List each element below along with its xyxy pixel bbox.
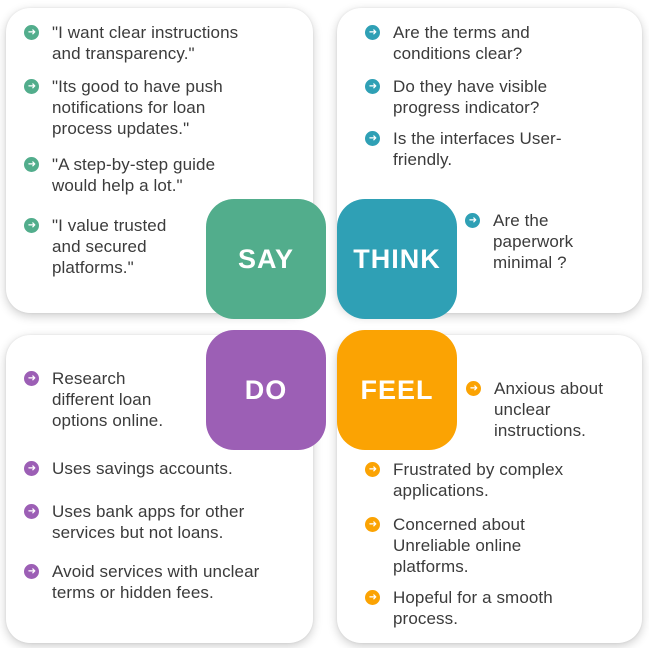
- do-item-text: Avoid services with unclear terms or hid…: [52, 562, 260, 602]
- arrow-right-circle-icon: ➜: [24, 218, 39, 233]
- arrow-glyph: ➜: [27, 219, 37, 231]
- say-list-item: ➜ "Its good to have push notifications f…: [24, 76, 237, 139]
- think-label-tile: THINK: [337, 199, 457, 319]
- do-label-tile: DO: [206, 330, 326, 450]
- arrow-glyph: ➜: [368, 132, 378, 144]
- feel-list-item: ➜ Anxious about unclear instructions.: [466, 378, 612, 441]
- arrow-right-circle-icon: ➜: [365, 25, 380, 40]
- do-label: DO: [244, 374, 288, 405]
- arrow-right-circle-icon: ➜: [24, 157, 39, 172]
- arrow-right-circle-icon: ➜: [24, 371, 39, 386]
- say-list-item: ➜ "I value trusted and secured platforms…: [24, 215, 182, 278]
- think-list-item: ➜ Are the paperwork minimal ?: [465, 210, 593, 273]
- arrow-glyph: ➜: [27, 462, 37, 474]
- arrow-glyph: ➜: [368, 591, 378, 603]
- arrow-glyph: ➜: [368, 26, 378, 38]
- arrow-right-circle-icon: ➜: [365, 79, 380, 94]
- arrow-right-circle-icon: ➜: [365, 517, 380, 532]
- say-label-tile: SAY: [206, 199, 326, 319]
- arrow-glyph: ➜: [27, 505, 37, 517]
- arrow-glyph: ➜: [368, 518, 378, 530]
- feel-item-text: Concerned about Unreliable online platfo…: [393, 515, 525, 576]
- feel-label: FEEL: [360, 374, 434, 405]
- feel-list-item: ➜ Frustrated by complex applications.: [365, 459, 578, 501]
- say-item-text: "I value trusted and secured platforms.": [52, 216, 167, 277]
- do-list-item: ➜ Uses savings accounts.: [24, 458, 312, 479]
- arrow-right-circle-icon: ➜: [465, 213, 480, 228]
- think-label: THINK: [353, 243, 441, 274]
- think-item-text: Is the interfaces User-friendly.: [393, 129, 562, 169]
- feel-item-text: Hopeful for a smooth process.: [393, 588, 553, 628]
- say-quadrant-card: ➜ "I want clear instructions and transpa…: [6, 8, 313, 313]
- arrow-glyph: ➜: [469, 382, 479, 394]
- arrow-right-circle-icon: ➜: [24, 79, 39, 94]
- say-item-text: "Its good to have push notifications for…: [52, 77, 223, 138]
- arrow-glyph: ➜: [27, 372, 37, 384]
- arrow-glyph: ➜: [468, 214, 478, 226]
- do-list-item: ➜ Uses bank apps for other services but …: [24, 501, 257, 543]
- arrow-right-circle-icon: ➜: [24, 25, 39, 40]
- arrow-right-circle-icon: ➜: [365, 131, 380, 146]
- arrow-right-circle-icon: ➜: [24, 461, 39, 476]
- arrow-right-circle-icon: ➜: [365, 590, 380, 605]
- arrow-right-circle-icon: ➜: [24, 504, 39, 519]
- say-item-text: "I want clear instructions and transpare…: [52, 23, 239, 63]
- do-list-item: ➜ Avoid services with unclear terms or h…: [24, 561, 272, 603]
- say-item-text: "A step-by-step guide would help a lot.": [52, 155, 216, 195]
- think-item-text: Are the terms and conditions clear?: [393, 23, 530, 63]
- think-list-item: ➜ Do they have visible progress indicato…: [365, 76, 568, 118]
- do-list-item: ➜ Research different loan options online…: [24, 368, 177, 431]
- feel-label-tile: FEEL: [337, 330, 457, 450]
- do-item-text: Uses savings accounts.: [52, 459, 233, 478]
- arrow-right-circle-icon: ➜: [466, 381, 481, 396]
- arrow-right-circle-icon: ➜: [365, 462, 380, 477]
- do-quadrant-card: ➜ Research different loan options online…: [6, 335, 313, 643]
- feel-list-item: ➜ Concerned about Unreliable online plat…: [365, 514, 538, 577]
- think-item-text: Are the paperwork minimal ?: [493, 211, 574, 272]
- say-list-item: ➜ "A step-by-step guide would help a lot…: [24, 154, 252, 196]
- do-item-text: Uses bank apps for other services but no…: [52, 502, 245, 542]
- think-list-item: ➜ Are the terms and conditions clear?: [365, 22, 553, 64]
- do-item-text: Research different loan options online.: [52, 369, 164, 430]
- feel-item-text: Anxious about unclear instructions.: [494, 379, 604, 440]
- say-label: SAY: [237, 243, 295, 274]
- arrow-glyph: ➜: [368, 463, 378, 475]
- think-list-item: ➜ Is the interfaces User-friendly.: [365, 128, 578, 170]
- arrow-glyph: ➜: [27, 26, 37, 38]
- arrow-glyph: ➜: [368, 80, 378, 92]
- think-item-text: Do they have visible progress indicator?: [393, 77, 548, 117]
- arrow-glyph: ➜: [27, 80, 37, 92]
- arrow-glyph: ➜: [27, 158, 37, 170]
- arrow-glyph: ➜: [27, 565, 37, 577]
- feel-list-item: ➜ Hopeful for a smooth process.: [365, 587, 568, 629]
- say-list-item: ➜ "I want clear instructions and transpa…: [24, 22, 267, 64]
- arrow-right-circle-icon: ➜: [24, 564, 39, 579]
- feel-item-text: Frustrated by complex applications.: [393, 460, 564, 500]
